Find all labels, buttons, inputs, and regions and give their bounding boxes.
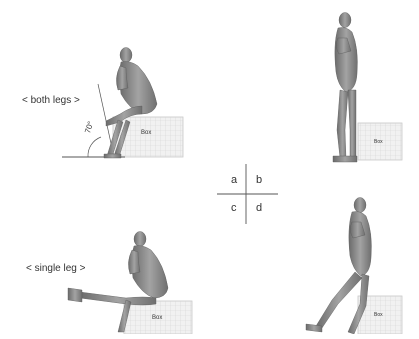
box-c-label: Box xyxy=(152,315,162,321)
box-d-label: Box xyxy=(374,313,383,318)
quadrant-a-label: a xyxy=(231,175,237,186)
quadrant-b-label: b xyxy=(256,175,262,186)
figure-c-seated-single-leg xyxy=(68,232,192,335)
quadrant-c-label: c xyxy=(231,203,237,214)
angle-arc xyxy=(88,137,101,157)
condition-label-both-legs: < both legs > xyxy=(22,96,80,106)
figure-a-seated-both-legs xyxy=(62,48,183,159)
figure-b-standing xyxy=(333,13,402,163)
box-a-label: Box xyxy=(141,130,151,136)
quadrant-d-label: d xyxy=(256,203,262,214)
box-b-label: Box xyxy=(374,140,383,145)
figure-d-standing-step xyxy=(306,198,402,335)
condition-label-single-leg: < single leg > xyxy=(26,264,86,274)
quadrant-cross xyxy=(217,164,278,224)
